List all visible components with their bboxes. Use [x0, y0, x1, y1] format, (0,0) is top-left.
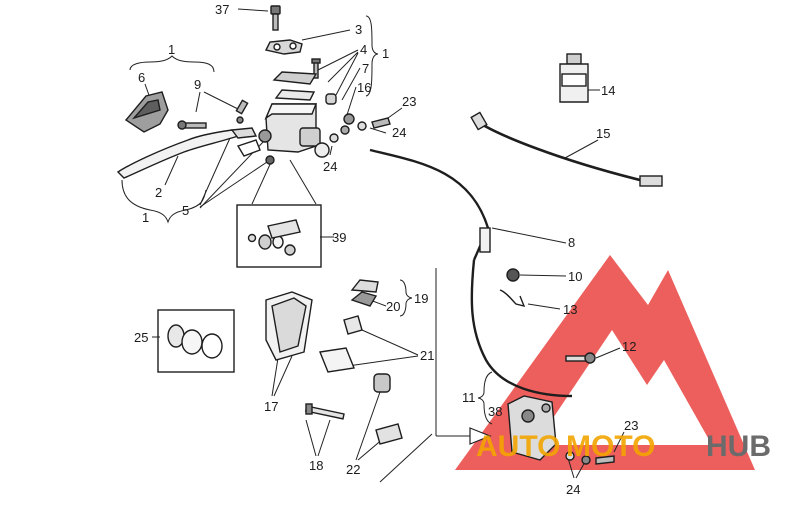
seal-kit-39 — [247, 219, 301, 256]
switch-cable-15 — [477, 120, 641, 182]
screws-9 — [177, 99, 249, 130]
connectors-20 — [350, 279, 379, 307]
fluid-bottle-14 — [559, 53, 589, 103]
nut-16 — [343, 113, 355, 125]
watermark-auto: AUTO — [476, 430, 560, 463]
label-37: 37 — [215, 2, 229, 17]
label-22: 22 — [346, 462, 360, 477]
label-17: 17 — [264, 399, 278, 414]
label-8: 8 — [568, 235, 575, 250]
pin-18 — [304, 403, 345, 420]
washer-24 — [329, 133, 339, 143]
label-10: 10 — [568, 269, 582, 284]
label-19: 19 — [414, 291, 428, 306]
parts — [116, 5, 663, 465]
label-21: 21 — [420, 348, 434, 363]
arrow-indicator — [469, 427, 492, 445]
leader-lines — [121, 8, 625, 483]
label-12: 12 — [622, 339, 636, 354]
label-1-lower: 1 — [142, 210, 149, 225]
label-15: 15 — [596, 126, 610, 141]
lever-2 — [116, 129, 240, 179]
label-3: 3 — [355, 22, 362, 37]
watermark-triangle-inner — [535, 330, 712, 445]
screws-4 — [311, 58, 321, 79]
bolt-12 — [565, 352, 596, 364]
label-23-top: 23 — [402, 94, 416, 109]
reservoir-cap — [272, 71, 318, 85]
fasteners-23-24 — [565, 451, 615, 465]
label-1-top: 1 — [168, 42, 175, 57]
label-14: 14 — [601, 83, 615, 98]
label-11: 11 — [462, 390, 476, 405]
caliper-11 — [507, 395, 557, 461]
label-9: 9 — [194, 77, 201, 92]
diaphragm — [274, 89, 316, 101]
label-25: 25 — [134, 330, 148, 345]
watermark-moto: MOTO — [566, 430, 655, 463]
label-1-right: 1 — [382, 46, 389, 61]
seal-kit-box-39 — [236, 204, 322, 268]
label-38: 38 — [488, 404, 502, 419]
label-7: 7 — [362, 61, 369, 76]
nut-10 — [506, 268, 520, 282]
label-16: 16 — [357, 80, 371, 95]
label-23-bottom: 23 — [624, 418, 638, 433]
label-39: 39 — [332, 230, 346, 245]
bushings-22 — [373, 373, 403, 445]
brake-hose-8 — [369, 148, 490, 261]
piston-kit-25 — [167, 324, 223, 359]
piston-kit-box-25 — [157, 309, 235, 373]
label-13: 13 — [563, 302, 577, 317]
screw-37 — [270, 5, 281, 31]
label-2: 2 — [155, 185, 162, 200]
plug-7 — [325, 93, 337, 105]
label-18: 18 — [309, 458, 323, 473]
label-24-below: 24 — [323, 159, 337, 174]
pad-clips-21 — [319, 315, 363, 373]
label-24-right: 24 — [392, 125, 406, 140]
label-20: 20 — [386, 299, 400, 314]
brake-pads-17 — [265, 291, 313, 361]
pin-5 — [265, 155, 275, 165]
clip-13 — [499, 289, 526, 308]
clamp-3 — [264, 39, 303, 55]
master-cylinder — [258, 103, 330, 158]
label-24-bottom: 24 — [566, 482, 580, 497]
label-5: 5 — [182, 203, 189, 218]
label-6: 6 — [138, 70, 145, 85]
watermark-hub: HUB — [706, 430, 771, 463]
part-labels: 37 3 4 1 1 6 9 7 16 23 24 24 2 5 1 39 8 … — [134, 2, 638, 497]
label-4: 4 — [360, 42, 367, 57]
